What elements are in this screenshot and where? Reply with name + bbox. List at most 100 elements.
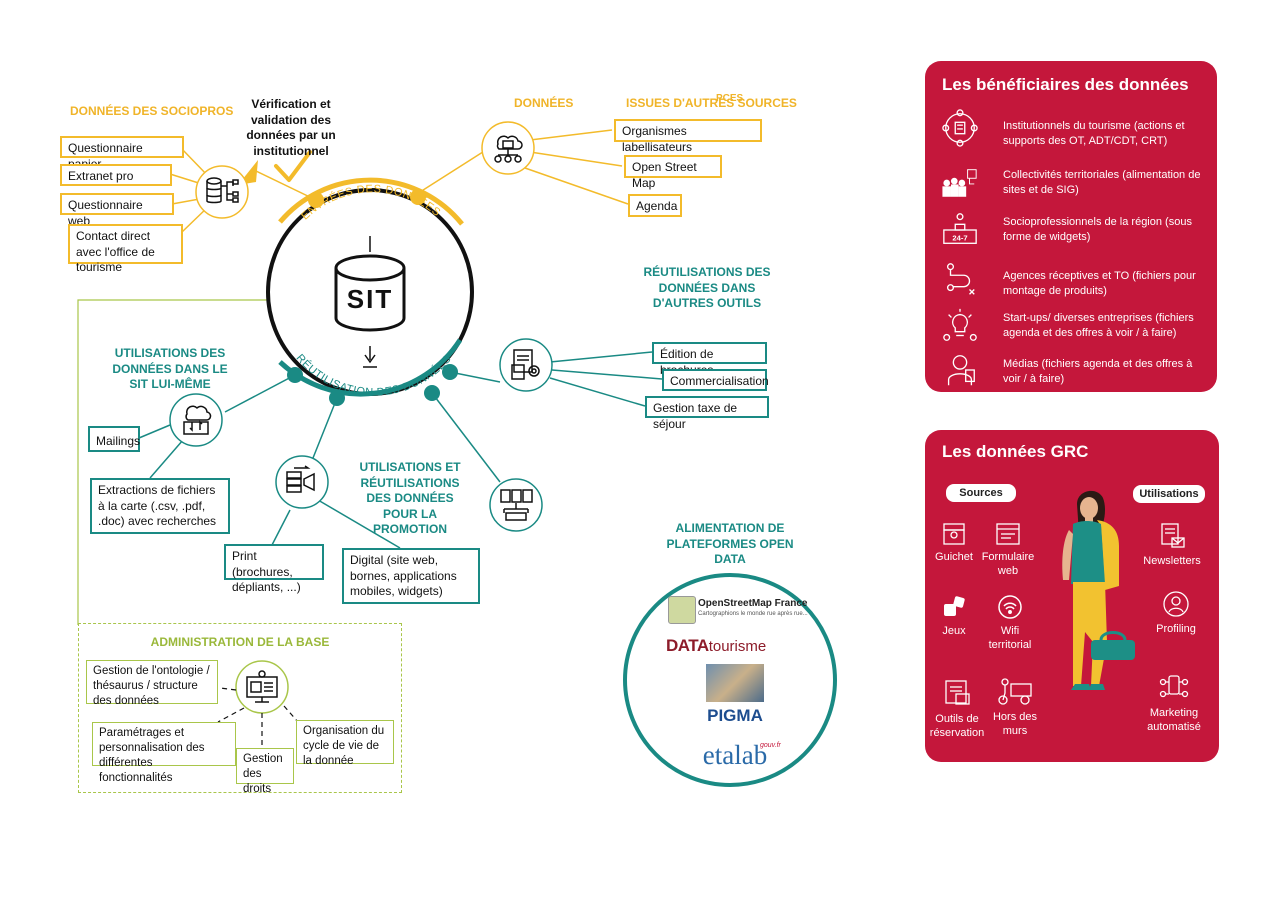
svg-text:24-7: 24-7	[952, 233, 967, 242]
grc-util-label: Newsletters	[1143, 554, 1201, 567]
source-questionnaire-web: Questionnaire web	[60, 193, 174, 228]
pigma-text: PIGMA	[707, 706, 763, 725]
admin-cycle-vie: Organisation du cycle de vie de la donné…	[296, 720, 394, 767]
beneficiaire-item: Médias (fichiers agenda et des offres à …	[941, 351, 1211, 391]
logo-etalab: etalab gouv.fr	[690, 740, 781, 774]
sociopros-title: DONNÉES DES SOCIOPROS	[70, 104, 234, 118]
grc-source-label: Jeux	[942, 624, 966, 637]
cloud-network-icon	[490, 130, 526, 166]
grc-source-guichet: Guichet	[931, 522, 977, 565]
admin-parametrages: Paramétrages et personnalisation des dif…	[92, 722, 236, 784]
beneficiaire-text: Institutionnels du tourisme (actions et …	[1003, 120, 1185, 147]
util-mailings: Mailings	[88, 426, 140, 452]
documents-distribution-icon	[498, 487, 534, 523]
source-agenda: Agenda	[628, 194, 682, 217]
grc-source-jeux: Jeux	[931, 594, 977, 639]
beneficiaire-item: Collectivités territoriales (alimentatio…	[941, 164, 1211, 204]
admin-ontologie: Gestion de l'ontologie / thésaurus / str…	[86, 660, 218, 707]
admin-title: ADMINISTRATION DE LA BASE	[150, 635, 330, 649]
grc-source-label: Formulaire web	[981, 550, 1035, 577]
idea-icon	[943, 308, 977, 341]
beneficiaire-text: Socioprofessionnels de la région (sous f…	[1003, 216, 1192, 243]
autres-sources-title-right: ISSUES D'AUTRES SOURCES	[626, 96, 797, 110]
counter-icon	[943, 523, 965, 545]
tool-edition-brochures: Édition de brochures	[652, 342, 767, 377]
admin-section	[78, 623, 402, 793]
grc-source-wifi: Wifi territorial	[985, 594, 1035, 652]
beneficiaires-panel: Les bénéficiaires des données Institutio…	[925, 61, 1217, 392]
source-questionnaire-papier: Questionnaire papier	[60, 136, 184, 171]
beneficiaire-item: Start-ups/ diverses entreprises (fichier…	[941, 307, 1211, 347]
grc-source-hors-murs: Hors des murs	[987, 676, 1043, 738]
beneficiaire-item: Institutionnels du tourisme (actions et …	[941, 109, 1211, 149]
opendata-title: ALIMENTATION DE PLATEFORMES OPEN DATA	[666, 521, 794, 567]
grc-panel: Les données GRC Sources Utilisations Gui…	[925, 430, 1219, 762]
bike-cart-icon	[998, 678, 1032, 705]
promo-print: Print (brochures, dépliants, ...)	[224, 544, 324, 594]
grc-source-reservation: Outils de réservation	[927, 678, 987, 740]
promotion-title: UTILISATIONS ET RÉUTILISATIONS DES DONNÉ…	[359, 460, 461, 537]
database-tree-icon	[204, 174, 240, 210]
datatourisme-data: DATA	[666, 636, 709, 655]
grc-title: Les données GRC	[942, 442, 1089, 461]
megaphone-database-icon	[284, 464, 320, 500]
grc-source-formulaire: Formulaire web	[979, 522, 1037, 578]
tool-taxe-sejour: Gestion taxe de séjour	[645, 396, 769, 431]
tool-commercialisation: Commercialisation	[662, 369, 769, 391]
source-openstreetmap: Open Street Map	[624, 155, 722, 190]
pigma-photo	[706, 664, 764, 702]
sit-label: SIT	[346, 284, 394, 314]
beneficiaire-item: 24-7 Socioprofessionnels de la région (s…	[941, 211, 1211, 251]
cloud-laptop-icon	[178, 402, 214, 438]
journalist-icon	[947, 355, 975, 386]
beneficiaire-text: Agences réceptives et TO (fichiers pour …	[1003, 270, 1196, 297]
autres-sources-title-overlap: PCES	[716, 93, 744, 104]
booking-icon	[945, 680, 970, 705]
datatourisme-tourisme: tourisme	[708, 638, 767, 655]
grc-util-label: Marketing automatisé	[1147, 706, 1201, 733]
osm-title: OpenStreetMap France	[698, 598, 808, 609]
autres-sources-title-left: DONNÉES	[514, 96, 574, 110]
beneficiaire-text: Start-ups/ diverses entreprises (fichier…	[1003, 312, 1194, 339]
community-icon	[942, 169, 977, 197]
osm-subtitle: Cartographions le monde rue après rue...	[698, 611, 808, 617]
logo-datatourisme: DATAtourisme	[666, 636, 802, 660]
monitor-settings-icon	[244, 669, 280, 705]
marketing-automation-icon	[1159, 675, 1189, 698]
newsletter-icon	[1161, 523, 1185, 548]
admin-gestion-droits: Gestion des droits	[236, 748, 294, 795]
reutil-outils-title: RÉUTILISATIONS DES DONNÉES DANS D'AUTRES…	[643, 265, 771, 311]
source-contact-direct: Contact direct avec l'office de tourisme	[68, 224, 183, 274]
beneficiaire-text: Collectivités territoriales (alimentatio…	[1003, 169, 1201, 196]
grc-utilisations-pill: Utilisations	[1133, 485, 1205, 503]
promo-digital: Digital (site web, bornes, applications …	[342, 548, 480, 604]
util-extractions: Extractions de fichiers à la carte (.csv…	[90, 478, 230, 534]
verification-label: Vérification et validation des données p…	[246, 97, 336, 158]
logo-pigma: PIGMA	[700, 664, 770, 728]
web-form-icon	[996, 523, 1020, 545]
grc-source-label: Outils de réservation	[929, 712, 985, 739]
grc-util-profiling: Profiling	[1143, 590, 1209, 637]
grc-util-newsletters: Newsletters	[1135, 522, 1209, 569]
source-organismes: Organismes labellisateurs	[614, 119, 762, 154]
util-sit-title: UTILISATIONS DES DONNÉES DANS LE SIT LUI…	[112, 346, 228, 392]
institution-icon	[942, 109, 978, 147]
documents-gear-icon	[508, 347, 544, 383]
grc-util-label: Profiling	[1156, 622, 1196, 635]
profile-icon	[1163, 591, 1189, 617]
grc-source-label: Wifi territorial	[988, 624, 1032, 651]
etalab-sup: gouv.fr	[760, 742, 781, 749]
grc-source-label: Guichet	[935, 550, 973, 563]
grc-source-label: Hors des murs	[992, 710, 1038, 737]
wifi-icon	[998, 595, 1022, 619]
grc-sources-pill: Sources	[946, 484, 1016, 502]
person-illustration	[1062, 490, 1135, 690]
beneficiaires-title: Les bénéficiaires des données	[942, 75, 1189, 94]
osm-map-icon	[668, 596, 696, 624]
route-icon	[946, 263, 975, 295]
logo-openstreetmap-france: OpenStreetMap France Cartographions le m…	[668, 596, 808, 626]
shop-24-7-icon: 24-7	[943, 213, 977, 244]
beneficiaire-text: Médias (fichiers agenda et des offres à …	[1003, 358, 1193, 385]
grc-util-marketing: Marketing automatisé	[1139, 672, 1209, 734]
etalab-text: etalab	[702, 740, 768, 770]
